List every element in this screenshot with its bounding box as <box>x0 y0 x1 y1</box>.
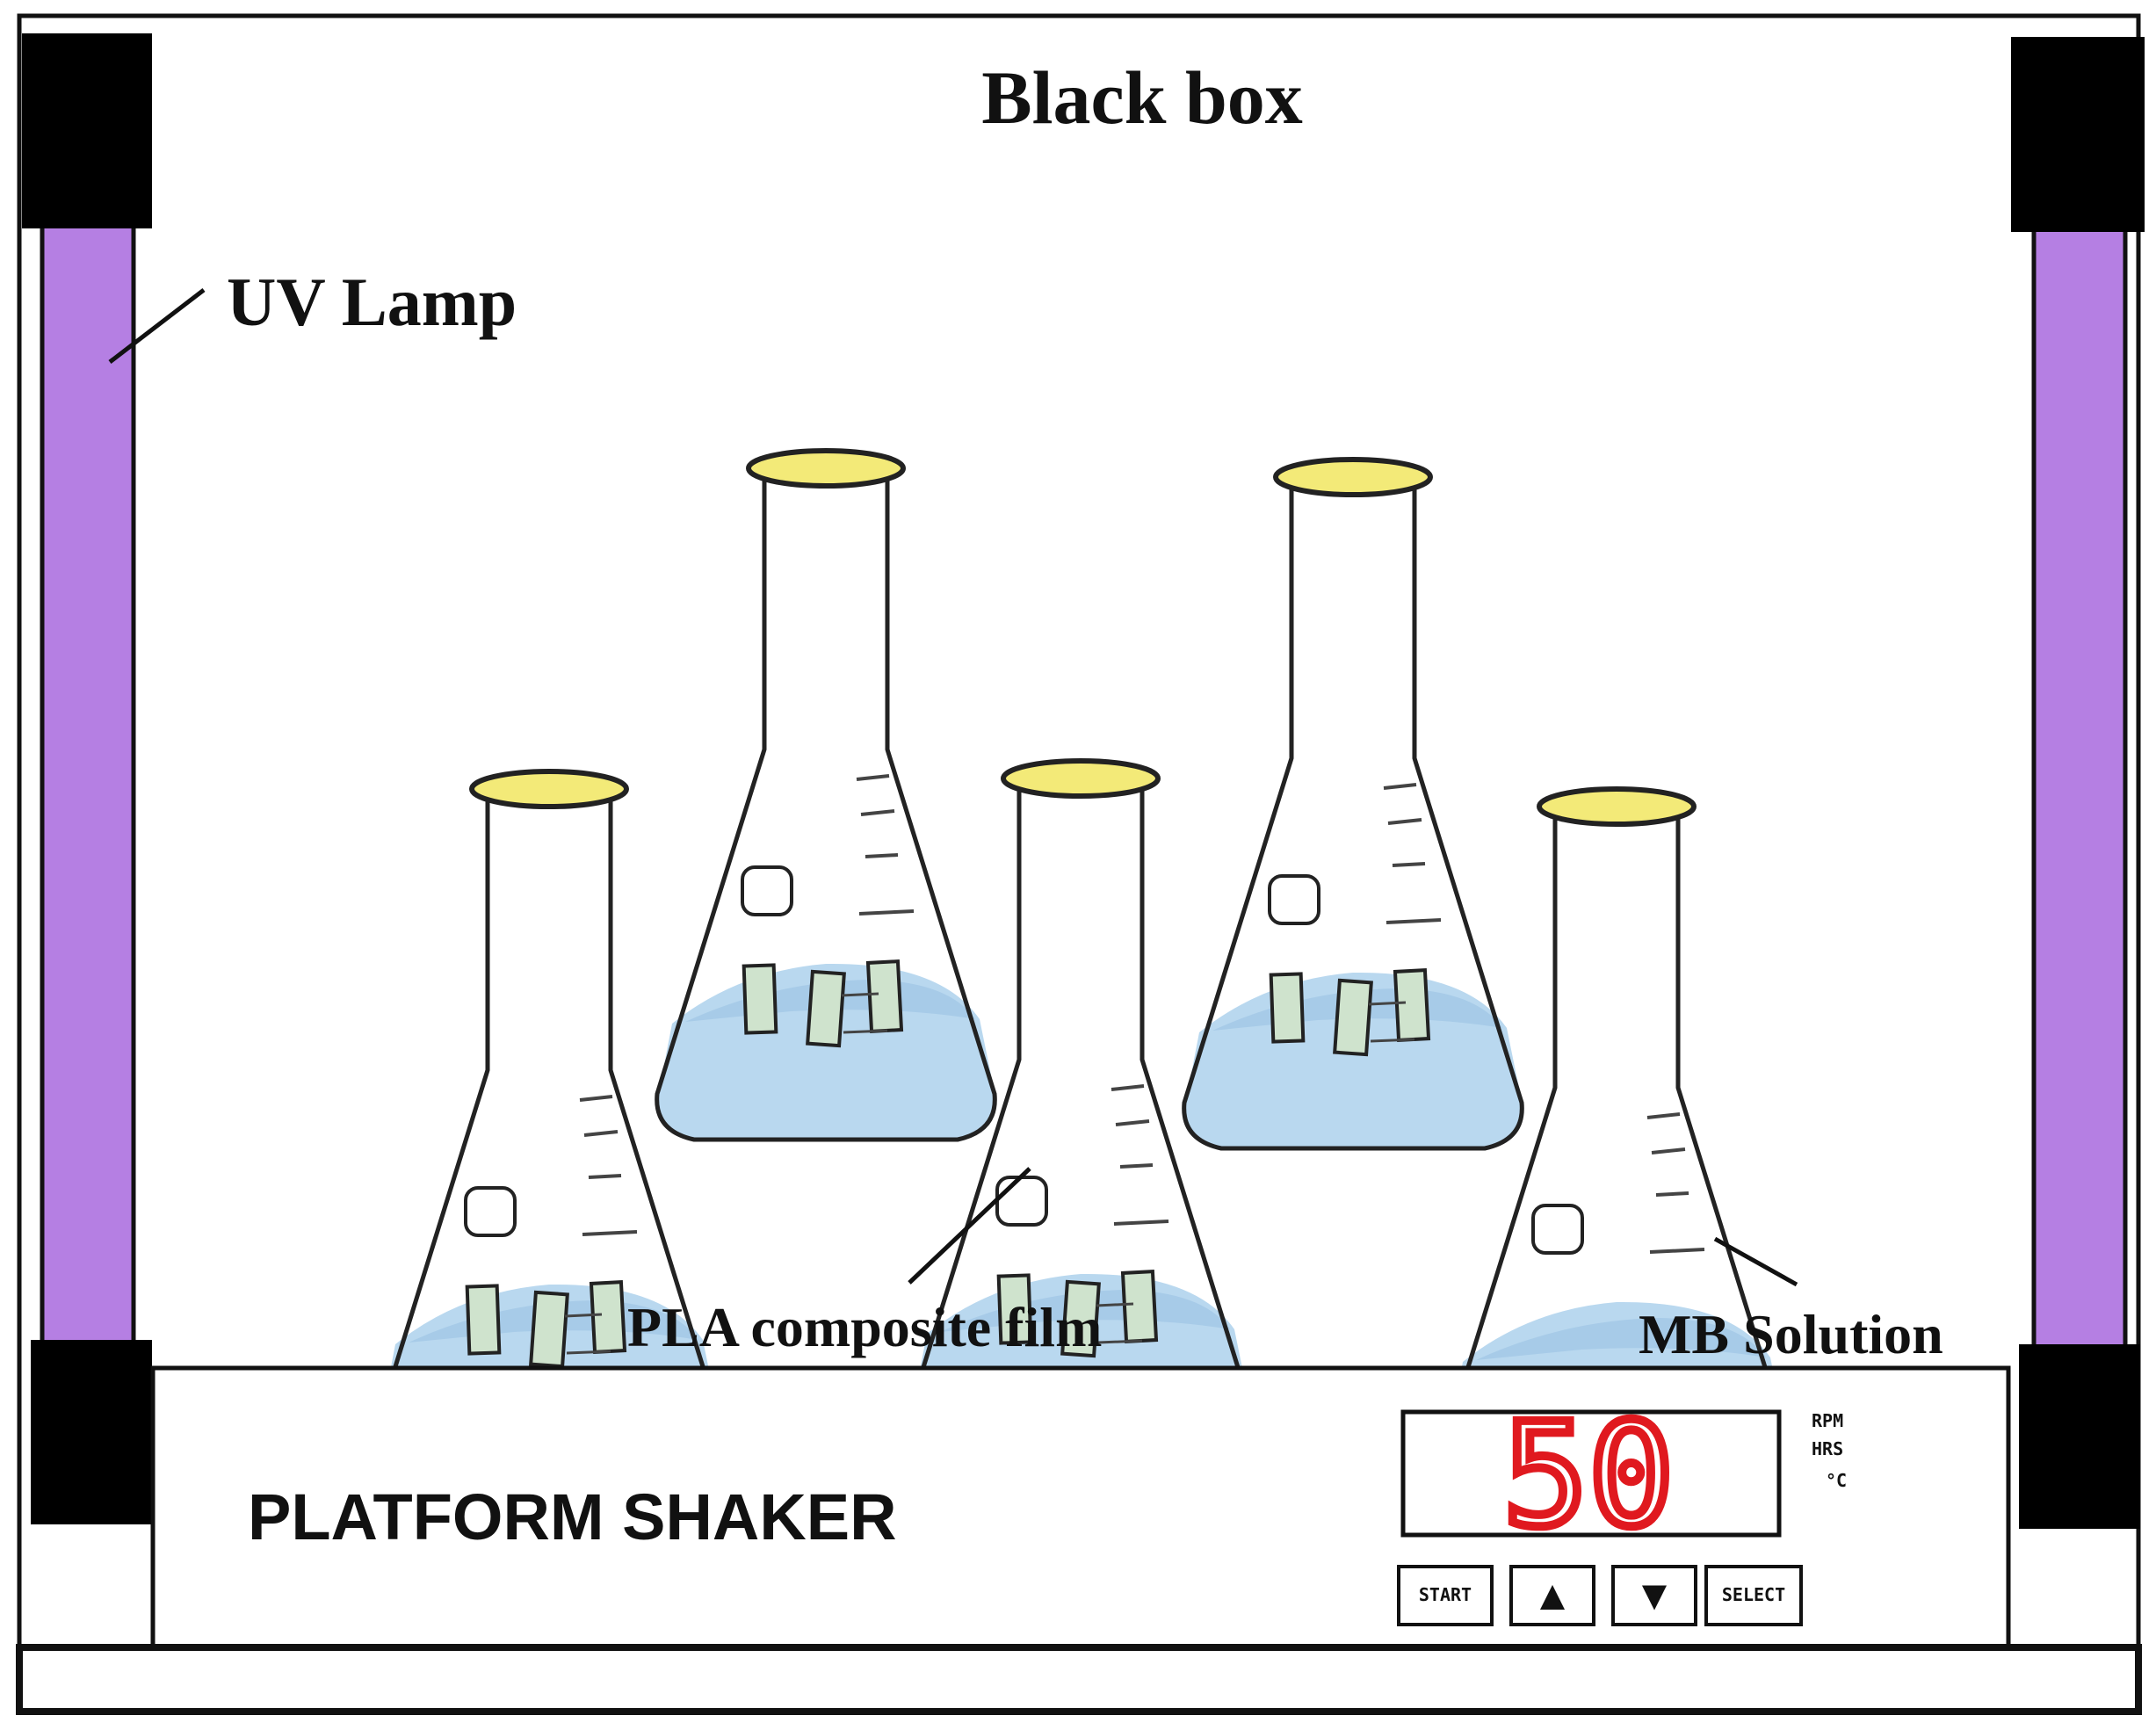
display-value: 50 <box>1502 1393 1674 1559</box>
unit-rpm: RPM <box>1812 1410 1843 1431</box>
unit-celsius: °C <box>1826 1470 1847 1491</box>
select-button[interactable]: SELECT <box>1704 1565 1803 1626</box>
lamp-cap-top <box>22 33 152 228</box>
diagram-title: Black box <box>981 55 1303 140</box>
pla-film-label: PLA composite film <box>627 1296 1102 1358</box>
select-button-label: SELECT <box>1722 1584 1785 1605</box>
lamp-cap-top <box>2011 37 2145 232</box>
unit-hrs: HRS <box>1812 1438 1843 1459</box>
uv-lamp-right <box>2011 37 2145 1529</box>
shaker-name: PLATFORM SHAKER <box>248 1480 897 1553</box>
uv-lamp-leader-line <box>108 288 206 364</box>
start-button-label: START <box>1419 1584 1472 1605</box>
pla-film-leader-line <box>908 1167 1031 1285</box>
lamp-cap-bottom <box>31 1340 152 1524</box>
lamp-tube <box>2031 221 2128 1369</box>
mb-solution-label: MB Solution <box>1639 1303 1943 1365</box>
shaker-base <box>16 1644 2142 1715</box>
start-button[interactable]: START <box>1397 1565 1494 1626</box>
down-button[interactable]: ▼ <box>1611 1565 1697 1626</box>
platform-shaker: PLATFORM SHAKER 50 RPM HRS °C START ▲ ▼ … <box>16 1365 2142 1715</box>
uv-lamp-label: UV Lamp <box>227 264 517 340</box>
lamp-cap-bottom <box>2019 1344 2140 1529</box>
uv-lamp-left <box>22 33 152 1524</box>
digital-display <box>1400 1409 1782 1538</box>
arrow-up-icon: ▲ <box>1531 1573 1574 1619</box>
mb-solution-leader-line <box>1713 1236 1798 1287</box>
up-button[interactable]: ▲ <box>1509 1565 1595 1626</box>
lamp-tube <box>40 215 136 1363</box>
arrow-down-icon: ▼ <box>1633 1573 1675 1619</box>
